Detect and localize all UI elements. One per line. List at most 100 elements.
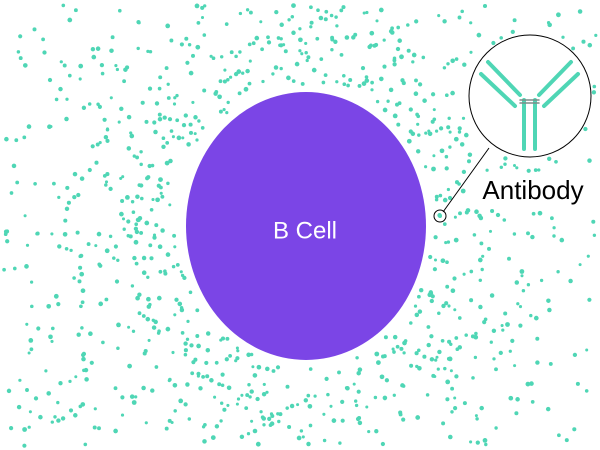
antibody-particle [577, 9, 583, 14]
b-cell-label: B Cell [273, 217, 337, 244]
antibody-particle [119, 211, 124, 217]
antibody-particle [442, 222, 447, 226]
antibody-particle [62, 63, 67, 68]
antibody-particle [429, 357, 435, 362]
antibody-particle [248, 59, 252, 63]
antibody-particle [474, 331, 478, 336]
antibody-particle [112, 256, 116, 260]
antibody-particle [391, 347, 395, 351]
antibody-particle [500, 323, 504, 328]
antibody-particle [271, 369, 276, 373]
antibody-particle [329, 404, 333, 408]
antibody-particle [131, 210, 136, 214]
antibody-particle [594, 33, 598, 37]
antibody-particle [164, 66, 169, 71]
antibody-particle [5, 239, 10, 244]
antibody-particle [444, 154, 449, 159]
antibody-particle [58, 381, 63, 386]
antibody-particle [445, 379, 451, 385]
antibody-particle [171, 350, 175, 355]
antibody-particle [42, 50, 47, 55]
antibody-particle [322, 438, 327, 443]
antibody-particle [357, 367, 363, 372]
antibody-particle [245, 68, 250, 74]
antibody-particle [454, 180, 460, 185]
antibody-particle [195, 138, 199, 142]
antibody-particle [401, 81, 406, 86]
antibody-particle [364, 78, 370, 83]
antibody-particle [225, 336, 230, 341]
antibody-particle [261, 391, 267, 397]
antibody-particle [411, 52, 417, 58]
antibody-particle [36, 326, 41, 331]
antibody-particle [395, 46, 401, 52]
antibody-particle [453, 215, 457, 219]
antibody-particle [421, 55, 426, 60]
antibody-particle [141, 385, 146, 391]
antibody-particle [530, 234, 535, 240]
antibody-particle [447, 116, 451, 121]
antibody-particle [152, 235, 157, 240]
antibody-particle [63, 218, 68, 223]
antibody-particle [50, 420, 54, 424]
antibody-particle [443, 366, 447, 371]
antibody-particle [251, 41, 256, 46]
antibody-particle [296, 435, 302, 441]
antibody-particle [146, 49, 150, 54]
antibody-particle [472, 233, 477, 237]
antibody-particle [433, 374, 437, 379]
antibody-particle [126, 233, 131, 238]
antibody-particle [18, 34, 23, 39]
antibody-particle [181, 122, 187, 128]
antibody-particle [395, 344, 400, 349]
antibody-particle [357, 420, 363, 426]
antibody-particle [64, 116, 69, 122]
antibody-particle [122, 227, 126, 231]
antibody-particle [226, 78, 230, 82]
antibody-particle [406, 48, 411, 53]
antibody-particle [494, 367, 498, 372]
antibody-particle [141, 270, 147, 276]
antibody-particle [213, 395, 217, 399]
antibody-particle [140, 100, 145, 105]
antibody-particle [464, 132, 469, 138]
antibody-particle [499, 36, 503, 40]
antibody-particle [155, 197, 160, 203]
antibody-particle [235, 402, 239, 406]
antibody-particle [378, 7, 384, 13]
antibody-particle [446, 62, 450, 66]
antibody-particle [247, 42, 252, 47]
antibody-particle [78, 265, 83, 270]
antibody-particle [417, 294, 421, 299]
antibody-particle [411, 60, 415, 64]
antibody-particle [539, 278, 544, 283]
antibody-particle [65, 185, 70, 190]
antibody-particle [291, 79, 296, 83]
antibody-particle [117, 120, 121, 124]
antibody-particle [323, 17, 328, 22]
antibody-particle [219, 419, 223, 423]
highlighted-antibody-ring [433, 209, 447, 223]
antibody-particle [291, 3, 296, 8]
antibody-particle [457, 126, 462, 131]
antibody-particle [139, 230, 144, 235]
antibody-particle [374, 429, 379, 434]
antibody-particle [135, 194, 140, 199]
antibody-particle [546, 21, 551, 25]
antibody-particle [354, 399, 358, 403]
antibody-particle [356, 389, 361, 394]
antibody-particle [309, 25, 313, 29]
antibody-particle [148, 243, 153, 248]
antibody-particle [236, 349, 240, 353]
antibody-particle [151, 325, 157, 330]
antibody-particle [559, 237, 565, 243]
antibody-particle [585, 348, 589, 352]
antibody-particle [141, 255, 147, 261]
antibody-particle [259, 20, 263, 24]
antibody-particle [318, 15, 324, 21]
antibody-particle [147, 338, 151, 342]
antibody-particle [556, 12, 561, 18]
antibody-particle [471, 376, 475, 380]
antibody-particle [316, 8, 320, 13]
antibody-particle [446, 187, 451, 192]
